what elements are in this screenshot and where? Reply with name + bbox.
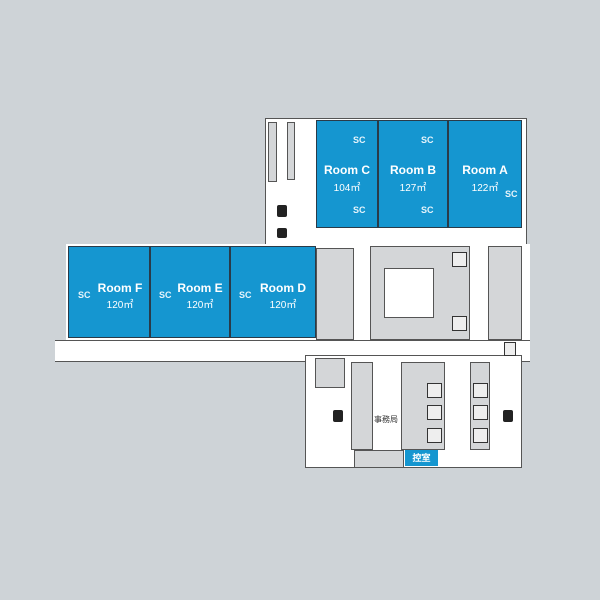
room-area: 120㎡ <box>269 300 297 311</box>
room-area: 122㎡ <box>471 183 499 194</box>
elevator-icon <box>452 316 467 331</box>
stair-block <box>268 122 277 182</box>
room-c[interactable]: Room C 104㎡ SC SC <box>316 120 378 228</box>
service-block <box>351 362 373 450</box>
elevator-icon <box>452 252 467 267</box>
elevator-icon <box>504 342 516 356</box>
room-b[interactable]: Room B 127㎡ SC SC <box>378 120 448 228</box>
office-label: 事務局 <box>374 415 398 424</box>
sc-label: SC <box>505 189 518 199</box>
sc-label: SC <box>421 135 434 145</box>
service-block <box>488 246 522 340</box>
elevator-icon <box>427 383 442 398</box>
sc-label: SC <box>421 205 434 215</box>
stairwell <box>384 268 434 318</box>
waiting-room[interactable]: 控室 <box>405 450 438 466</box>
room-area: 120㎡ <box>106 300 134 311</box>
elevator-icon <box>427 405 442 420</box>
sc-label: SC <box>159 290 172 300</box>
elevator-icon <box>473 428 488 443</box>
sc-label: SC <box>239 290 252 300</box>
elevator-icon <box>427 428 442 443</box>
sc-label: SC <box>353 135 366 145</box>
service-block <box>354 450 404 468</box>
room-name: Room F <box>97 281 143 295</box>
room-e[interactable]: Room E 120㎡ SC <box>150 246 230 338</box>
stairs-icon <box>277 228 287 238</box>
room-name: Room C <box>324 163 370 177</box>
stair-block <box>287 122 295 180</box>
restroom-icon <box>333 410 343 422</box>
room-d[interactable]: Room D 120㎡ SC <box>230 246 316 338</box>
service-block <box>316 248 354 340</box>
elevator-icon <box>277 205 287 217</box>
elevator-icon <box>473 383 488 398</box>
room-area: 104㎡ <box>333 183 361 194</box>
room-f[interactable]: Room F 120㎡ SC <box>68 246 150 338</box>
sc-label: SC <box>353 205 366 215</box>
room-name: Room E <box>177 281 223 295</box>
room-name: Room D <box>260 281 306 295</box>
sc-label: SC <box>78 290 91 300</box>
room-name: Room A <box>462 163 508 177</box>
room-area: 120㎡ <box>186 300 214 311</box>
elevator-icon <box>473 405 488 420</box>
restroom-icon <box>503 410 513 422</box>
room-name: Room B <box>390 163 436 177</box>
service-block <box>315 358 345 388</box>
room-a[interactable]: Room A 122㎡ SC <box>448 120 522 228</box>
room-area: 127㎡ <box>399 183 427 194</box>
